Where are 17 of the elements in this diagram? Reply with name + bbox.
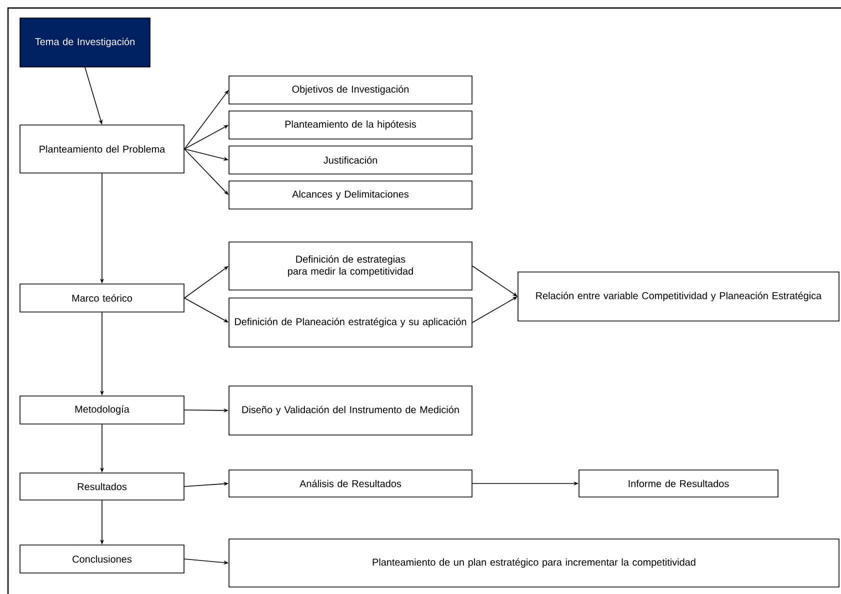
process-box: Objetivos de Investigación (228, 76, 472, 104)
process-box: Relación entre variable Competitividad y Planeación Estratégica (518, 272, 840, 322)
process-box: Definición de estrategias para medir la competitividad (228, 242, 472, 290)
process-box: Alcances y Delimitaciones (228, 180, 472, 210)
process-box: Metodología (20, 396, 184, 424)
process-box: Justificación (228, 146, 472, 174)
process-box: Planteamiento del Problema (20, 124, 184, 174)
process-box: Marco teórico (20, 284, 184, 312)
process-box: Conclusiones (20, 544, 184, 574)
process-box: Informe de Resultados (578, 470, 778, 498)
process-box: Análisis de Resultados (228, 470, 472, 498)
process-box: Planteamiento de un plan estratégico para incrementar la competitividad (228, 538, 840, 588)
title-box: Tema de Investigación (20, 18, 150, 68)
process-box: Definición de Planeación estratégica y su aplicación (228, 298, 472, 348)
process-box: Diseño y Validación del Instrumento de Medición (228, 386, 472, 436)
process-box: Planteamiento de la hipótesis (228, 110, 472, 140)
process-box: Resultados (20, 472, 184, 500)
